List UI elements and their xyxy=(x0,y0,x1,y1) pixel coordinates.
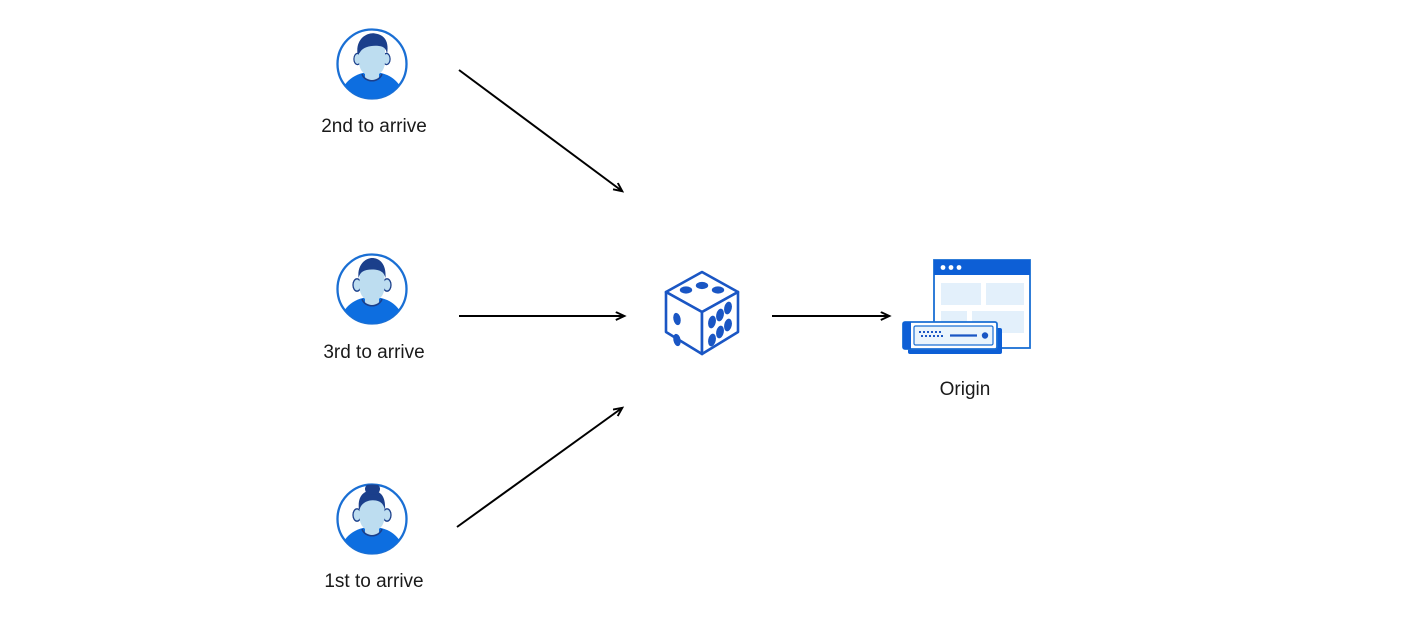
client-node-2nd[interactable] xyxy=(334,26,410,102)
server-browser-icon xyxy=(902,259,1031,354)
client-node-3rd[interactable] xyxy=(334,251,410,327)
client-label-3rd: 3rd to arrive xyxy=(323,342,425,363)
arrow-1st-to-dice xyxy=(456,408,622,528)
random-selector-node[interactable] xyxy=(660,268,744,358)
content-panel xyxy=(986,283,1024,305)
origin-node[interactable] xyxy=(892,256,1038,366)
client-label-2nd: 2nd to arrive xyxy=(321,116,427,137)
browser-dot xyxy=(956,265,962,270)
user-avatar-icon xyxy=(336,28,408,100)
arrow-2nd-to-dice xyxy=(458,69,622,191)
client-label-1st: 1st to arrive xyxy=(324,571,424,592)
dice-icon xyxy=(664,270,740,356)
user-avatar-icon xyxy=(336,253,408,325)
browser-dot xyxy=(940,265,946,270)
client-node-1st[interactable] xyxy=(334,481,410,557)
content-panel xyxy=(941,283,981,305)
origin-label: Origin xyxy=(939,379,991,400)
browser-dot xyxy=(948,265,954,270)
user-avatar-icon xyxy=(336,483,408,555)
